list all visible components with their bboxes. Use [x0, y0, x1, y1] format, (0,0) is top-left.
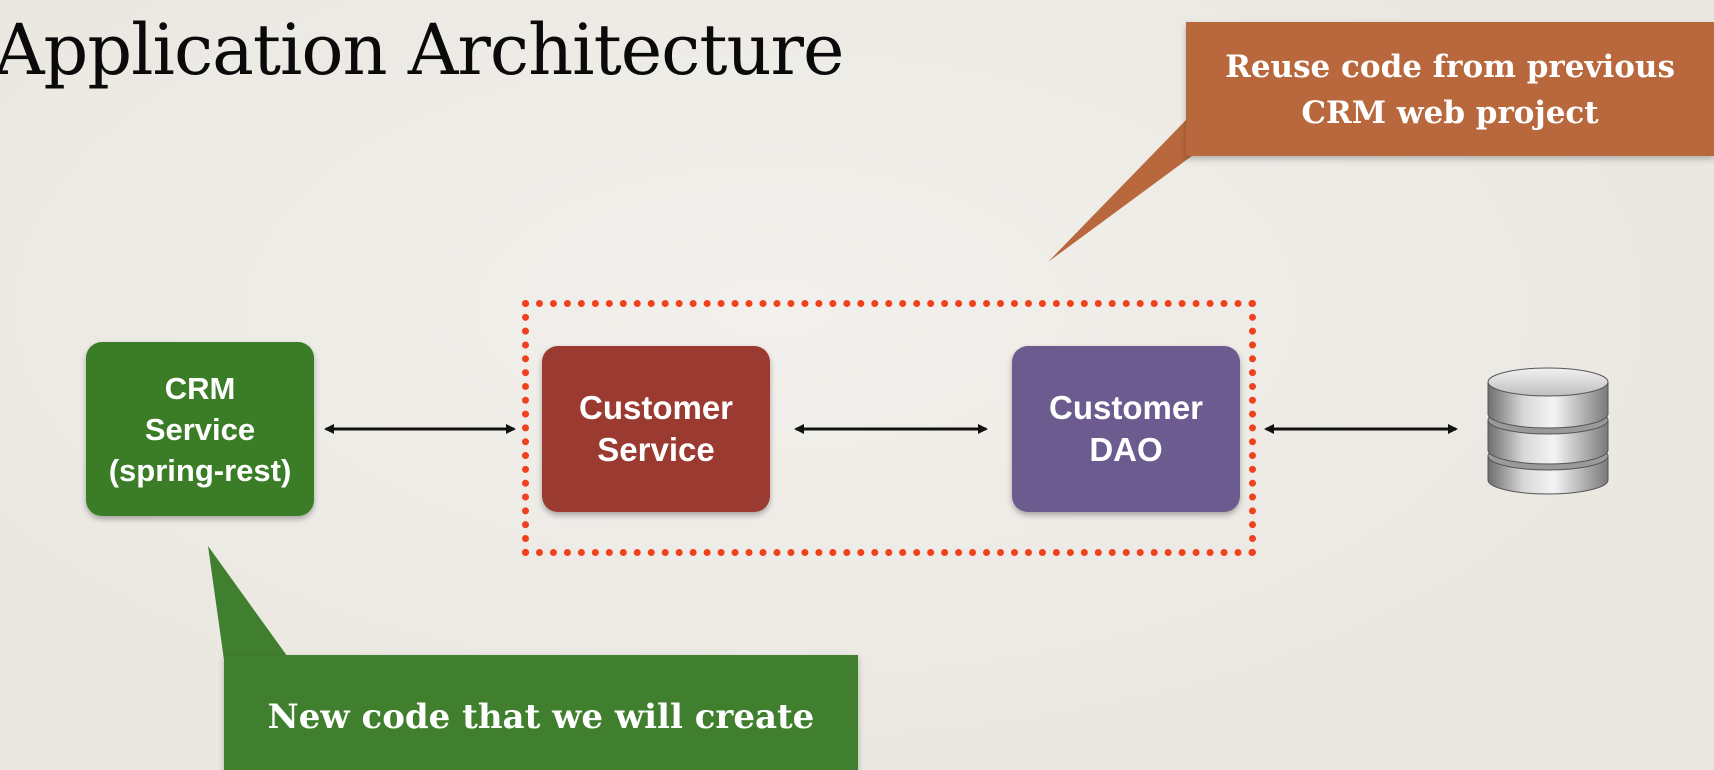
- customer-dao-node: Customer DAO: [1012, 346, 1240, 512]
- reuse-code-callout-text: Reuse code from previous CRM web project: [1225, 49, 1675, 131]
- customer-service-node: Customer Service: [542, 346, 770, 512]
- database-icon: [1487, 367, 1609, 495]
- reuse-code-callout: Reuse code from previous CRM web project: [1186, 22, 1714, 156]
- crm-service-node: CRM Service (spring-rest): [86, 342, 314, 516]
- new-code-callout: New code that we will create: [224, 655, 858, 770]
- new-code-callout-text: New code that we will create: [267, 697, 815, 737]
- customer-dao-label: Customer DAO: [1048, 389, 1204, 468]
- crm-service-label: CRM Service (spring-rest): [108, 370, 292, 488]
- slide-title: Application Architecture: [0, 9, 844, 91]
- reuse-highlight-frame: [522, 300, 1256, 556]
- customer-service-label: Customer Service: [578, 389, 734, 468]
